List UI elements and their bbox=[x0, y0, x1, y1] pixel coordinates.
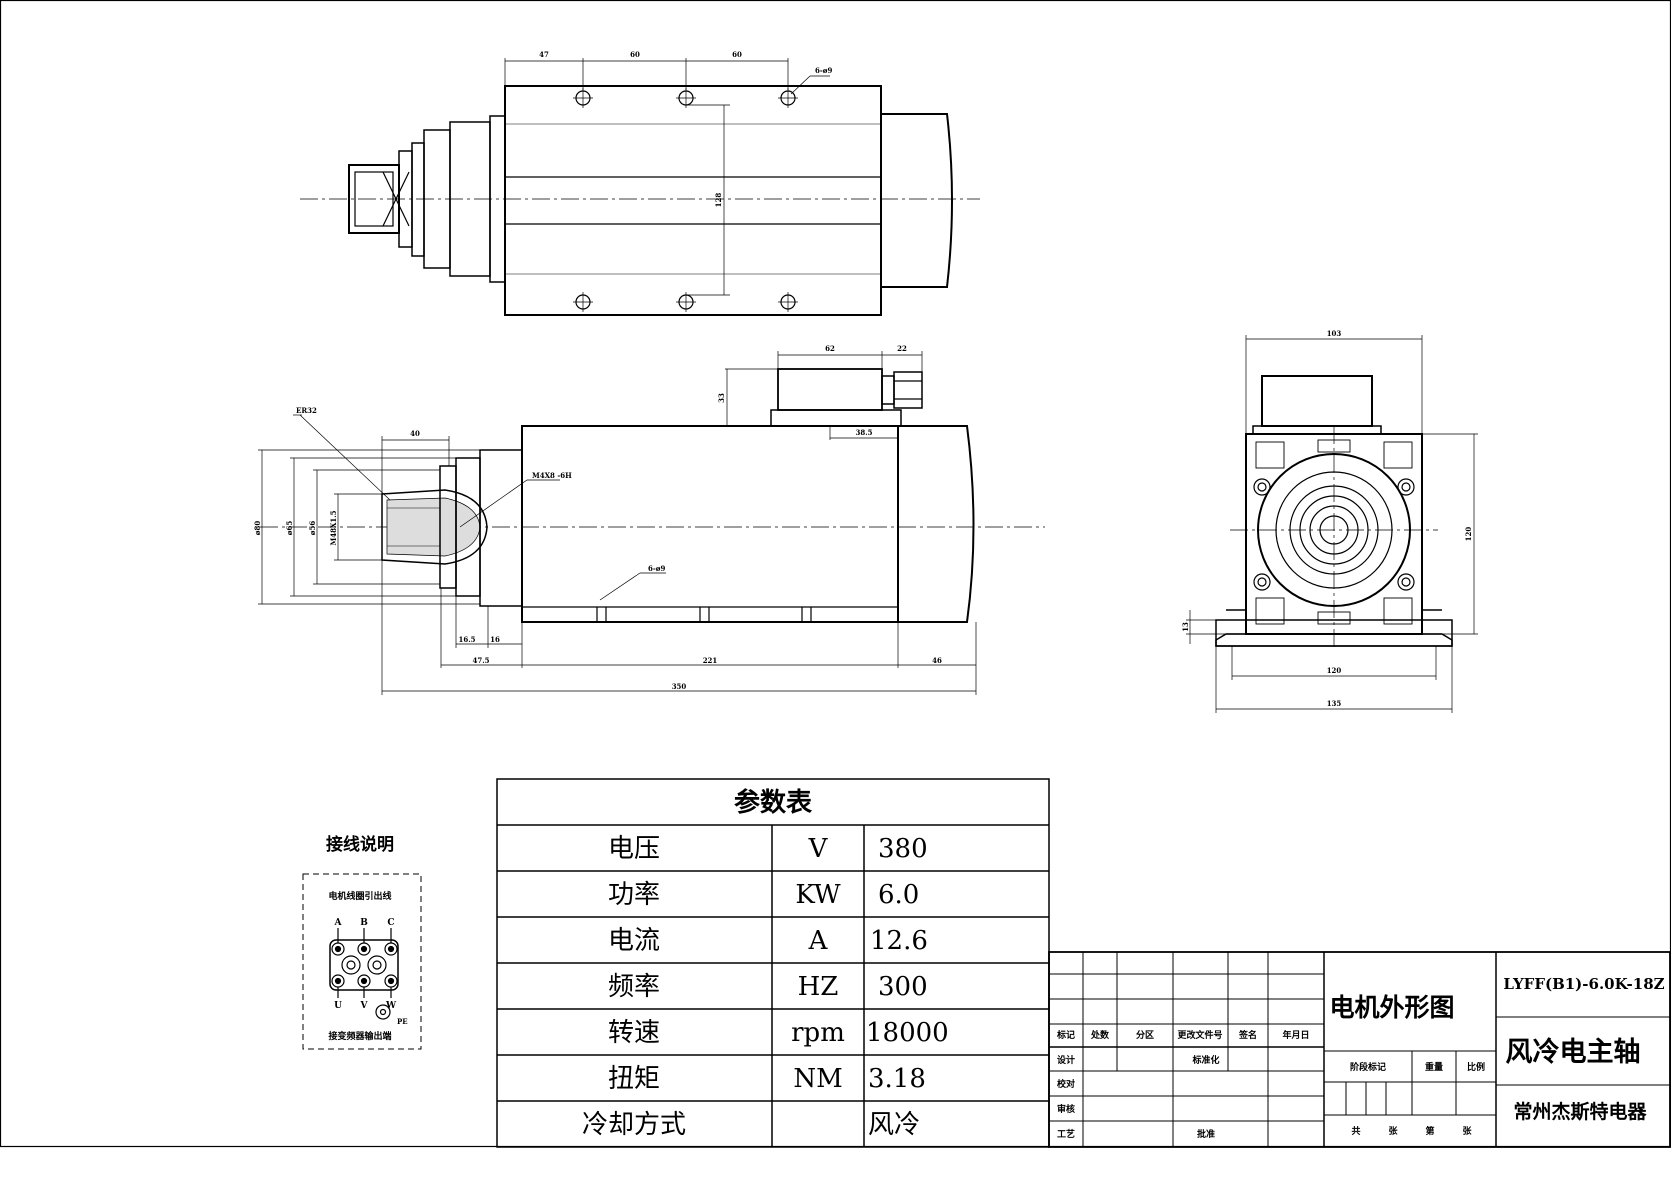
role-design: 设计 bbox=[1057, 1054, 1075, 1066]
rev-date: 年月日 bbox=[1282, 1029, 1309, 1041]
dim-350: 350 bbox=[672, 682, 687, 691]
dim-62: 62 bbox=[825, 344, 835, 353]
dim-120-h: 120 bbox=[1327, 666, 1342, 675]
hole-note: 6-ø9 bbox=[815, 66, 832, 75]
title-block-grid bbox=[1048, 951, 1671, 1148]
thread-dia: M48X1.5 bbox=[329, 510, 338, 545]
dim-16: 16 bbox=[490, 635, 500, 644]
param-value: 18000 bbox=[866, 1018, 949, 1048]
wiring-bottom-label: 接变频器输出端 bbox=[328, 1030, 391, 1042]
product-name: 风冷电主轴 bbox=[1506, 1037, 1641, 1068]
std-label: 标准化 bbox=[1191, 1054, 1219, 1066]
rev-zone: 分区 bbox=[1136, 1029, 1154, 1041]
collet-label: ER32 bbox=[296, 406, 317, 415]
param-unit: NM bbox=[793, 1064, 842, 1094]
model-number: LYFF(B1)-6.0K-18Z bbox=[1503, 975, 1664, 993]
dim-47: 47 bbox=[539, 50, 549, 59]
param-name: 冷却方式 bbox=[582, 1110, 686, 1140]
drawing-name: 电机外形图 bbox=[1329, 993, 1454, 1022]
param-name: 电压 bbox=[608, 834, 660, 864]
dim-120-v: 120 bbox=[1464, 527, 1473, 542]
weight-label: 重量 bbox=[1425, 1061, 1443, 1073]
param-table-grid bbox=[496, 778, 1050, 1148]
param-rows: 电压 V 380 功率 KW 6.0 电流 A 12.6 频率 HZ 300 转… bbox=[582, 834, 949, 1140]
dim-103: 103 bbox=[1327, 329, 1342, 338]
param-unit: KW bbox=[795, 880, 840, 910]
total-label: 共 bbox=[1351, 1125, 1360, 1137]
approve-label: 批准 bbox=[1197, 1128, 1215, 1140]
param-unit: A bbox=[808, 926, 829, 956]
end-view bbox=[1186, 335, 1478, 713]
dim-135: 135 bbox=[1327, 699, 1342, 708]
page-label: 第 bbox=[1425, 1125, 1434, 1137]
thread-label: M4X8 -6H bbox=[532, 471, 572, 480]
wiring-diagram bbox=[302, 873, 422, 1050]
param-unit: HZ bbox=[798, 972, 839, 1002]
term-u: U bbox=[334, 1001, 342, 1011]
param-name: 功率 bbox=[608, 880, 660, 910]
dim-22: 22 bbox=[897, 344, 907, 353]
top-view bbox=[300, 58, 980, 316]
dia-56: ø56 bbox=[308, 521, 317, 536]
rev-sign: 签名 bbox=[1238, 1029, 1257, 1041]
param-name: 电流 bbox=[608, 926, 660, 956]
role-review: 审核 bbox=[1057, 1103, 1075, 1115]
wiring-title: 接线说明 bbox=[326, 834, 394, 855]
rev-count: 处数 bbox=[1090, 1029, 1110, 1041]
dim-60-b: 60 bbox=[732, 50, 742, 59]
stage-label: 阶段标记 bbox=[1350, 1061, 1386, 1073]
dim-221: 221 bbox=[703, 656, 718, 665]
param-value: 3.18 bbox=[868, 1064, 926, 1094]
role-check: 校对 bbox=[1057, 1078, 1075, 1090]
dim-128: 128 bbox=[714, 193, 723, 208]
dim-60-a: 60 bbox=[630, 50, 640, 59]
side-view bbox=[258, 351, 1045, 695]
dim-16-5: 16.5 bbox=[458, 635, 475, 644]
param-unit: rpm bbox=[791, 1018, 845, 1048]
term-w: W bbox=[385, 1001, 397, 1011]
dia-80: ø80 bbox=[253, 521, 262, 536]
param-title: 参数表 bbox=[734, 787, 813, 818]
param-name: 扭矩 bbox=[608, 1064, 660, 1094]
rev-docno: 更改文件号 bbox=[1177, 1029, 1222, 1041]
param-value: 12.6 bbox=[870, 926, 928, 956]
term-pe: PE bbox=[397, 1017, 408, 1026]
param-value: 300 bbox=[878, 972, 928, 1002]
role-process: 工艺 bbox=[1057, 1128, 1075, 1140]
param-value: 风冷 bbox=[868, 1110, 920, 1140]
term-a: A bbox=[334, 918, 343, 928]
dim-40: 40 bbox=[410, 429, 420, 438]
param-value: 6.0 bbox=[878, 880, 919, 910]
sheets-label: 张 bbox=[1388, 1125, 1398, 1137]
param-name: 频率 bbox=[608, 972, 660, 1002]
term-c: C bbox=[387, 918, 394, 928]
company-name: 常州杰斯特电器 bbox=[1513, 1100, 1647, 1123]
wiring-top-label: 电机线圈引出线 bbox=[328, 890, 391, 902]
dia-65: ø65 bbox=[285, 521, 294, 536]
term-v: V bbox=[360, 1001, 369, 1011]
rev-mark: 标记 bbox=[1056, 1029, 1075, 1041]
dim-47-5: 47.5 bbox=[472, 656, 489, 665]
dim-46: 46 bbox=[932, 656, 942, 665]
dim-13: 13 bbox=[1181, 622, 1190, 632]
param-name: 转速 bbox=[608, 1018, 660, 1048]
param-value: 380 bbox=[878, 834, 928, 864]
param-unit: V bbox=[808, 834, 829, 864]
scale-label: 比例 bbox=[1467, 1061, 1485, 1073]
dim-33: 33 bbox=[717, 393, 726, 403]
term-b: B bbox=[360, 918, 368, 928]
slot-note: 6-ø9 bbox=[648, 564, 665, 573]
sheet2-label: 张 bbox=[1462, 1125, 1472, 1137]
dim-38-5: 38.5 bbox=[855, 428, 872, 437]
